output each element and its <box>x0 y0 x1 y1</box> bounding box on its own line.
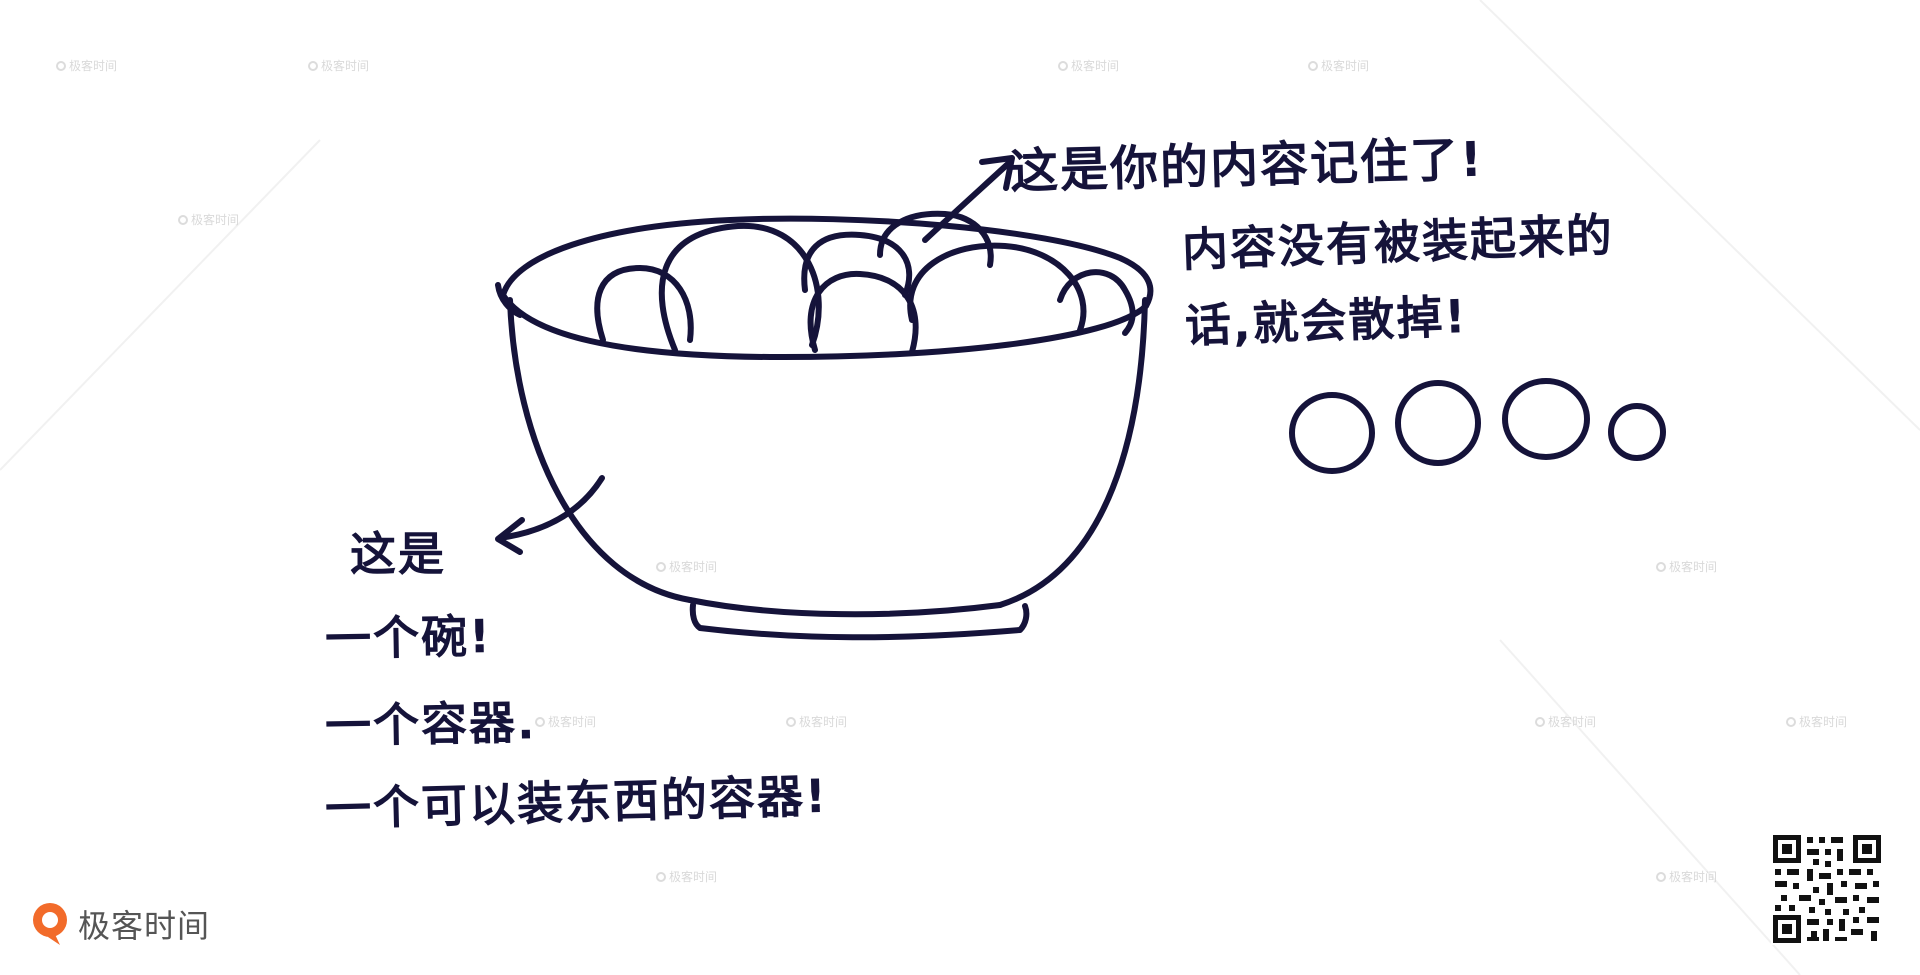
content-ball <box>801 231 913 298</box>
watermark: 极客时间 <box>1656 558 1717 575</box>
watermark-icon <box>308 61 318 71</box>
bowl-rim <box>500 215 1154 361</box>
content-ball <box>1057 269 1136 336</box>
watermark-icon <box>656 562 666 572</box>
watermark-icon <box>178 215 188 225</box>
content-ball <box>877 210 994 268</box>
watermark-icon <box>1308 61 1318 71</box>
watermark: 极客时间 <box>56 57 117 74</box>
watermark-icon <box>786 717 796 727</box>
watermark: 极客时间 <box>1786 713 1847 730</box>
annotation-this-is: 这是 <box>350 527 446 581</box>
content-ball <box>594 265 694 343</box>
scattered-ball <box>1608 403 1666 461</box>
brand-logo: 极客时间 <box>30 898 210 950</box>
annotation-a-bowl: 一个碗! <box>324 609 493 666</box>
watermark-icon <box>1656 872 1666 882</box>
watermark-icon <box>1656 562 1666 572</box>
bowl-bottom <box>687 597 1003 618</box>
geek-time-logo-icon <box>33 903 67 945</box>
content-ball <box>907 242 1087 333</box>
bowl-body-right <box>997 297 1148 608</box>
brand-logo-text: 极客时间 <box>78 907 211 945</box>
watermark: 极客时间 <box>1535 713 1596 730</box>
annotation-container-for-things: 一个可以装东西的容器! <box>324 768 829 836</box>
watermark-icon <box>56 61 66 71</box>
watermark: 极客时间 <box>1308 57 1369 74</box>
watermark: 极客时间 <box>786 713 847 730</box>
annotation-content-remember: 这是你的内容记住了! <box>1009 131 1485 200</box>
arrow-left-head <box>495 517 525 555</box>
content-ball <box>807 270 919 355</box>
arrow-top <box>922 159 1013 243</box>
watermark: 极客时间 <box>1058 57 1119 74</box>
watermark: 极客时间 <box>656 868 717 885</box>
scattered-ball <box>1289 392 1375 474</box>
bowl-foot <box>689 602 1030 641</box>
watermark-icon <box>1786 717 1796 727</box>
watermark-icon <box>1535 717 1545 727</box>
bowl-rim-edge <box>495 282 523 318</box>
arrow-left <box>497 475 605 541</box>
qr-code-icon <box>1771 833 1883 945</box>
scattered-ball <box>1395 380 1481 466</box>
annotation-will-scatter: 话,就会散掉! <box>1184 289 1469 353</box>
watermark-icon <box>656 872 666 882</box>
watermark: 极客时间 <box>1656 868 1717 885</box>
annotation-a-container: 一个容器. <box>324 695 537 753</box>
bowl-body-left <box>507 297 693 603</box>
arrow-top-head <box>979 155 1015 191</box>
watermark-icon <box>535 717 545 727</box>
watermark: 极客时间 <box>656 558 717 575</box>
scattered-ball <box>1502 378 1590 460</box>
watermark-icon <box>1058 61 1068 71</box>
watermark: 极客时间 <box>308 57 369 74</box>
watermark: 极客时间 <box>178 211 239 228</box>
content-ball <box>658 222 822 353</box>
watermark: 极客时间 <box>535 713 596 730</box>
